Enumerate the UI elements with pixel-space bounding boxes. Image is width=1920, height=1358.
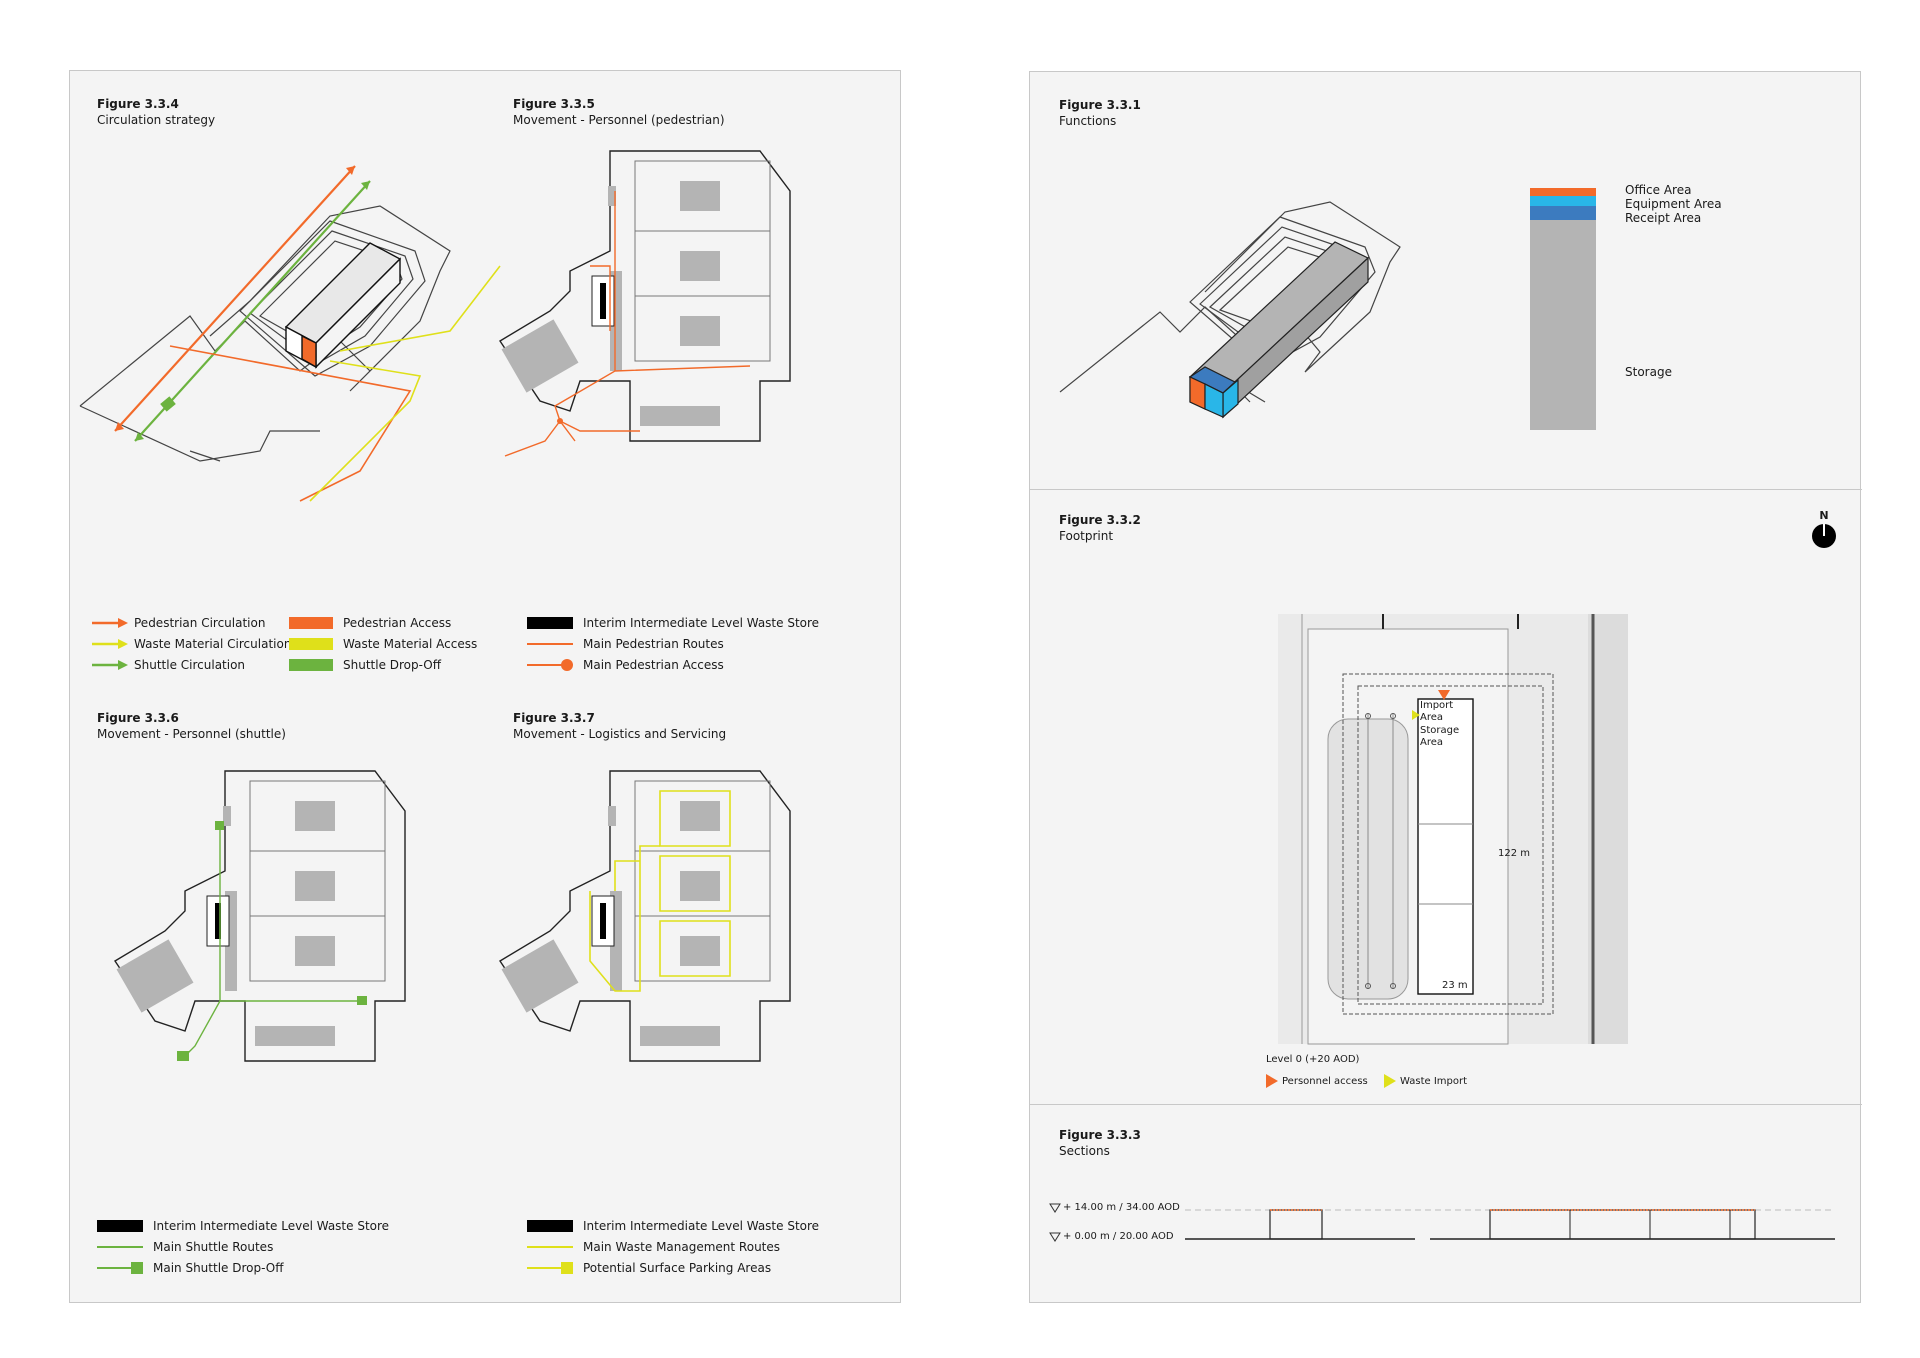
label-receipt-area: Receipt Area <box>1625 211 1702 225</box>
north-icon <box>1812 524 1836 548</box>
right-sheet: Figure 3.3.1 Functions Office Area Equip… <box>1029 71 1862 1303</box>
figure-title: Movement - Personnel (pedestrian) <box>513 113 725 127</box>
label-office-area: Office Area <box>1625 183 1692 197</box>
legend-item-waste-import: Waste Import <box>1384 1074 1467 1088</box>
north-label: N <box>1819 509 1829 522</box>
legend-item-personnel-access: Personnel access <box>1266 1074 1368 1088</box>
figure-title: Movement - Logistics and Servicing <box>513 727 727 741</box>
upper-level-marker <box>1049 1203 1061 1213</box>
legend-item-main-shuttle-drop-off: Main Shuttle Drop-Off <box>97 1261 283 1275</box>
function-stack-bar <box>1530 188 1596 430</box>
figure-title: Functions <box>1059 114 1117 128</box>
legend-item-main-pedestrian-routes: Main Pedestrian Routes <box>527 637 724 651</box>
functions-axonometric <box>1059 201 1401 419</box>
lower-level-marker <box>1049 1232 1061 1242</box>
legend-item-parking-areas: Potential Surface Parking Areas <box>527 1261 771 1275</box>
storage-band <box>1530 220 1596 430</box>
label-equipment-area: Equipment Area <box>1625 197 1722 211</box>
figure-title: Footprint <box>1059 529 1114 543</box>
equipment-area-band <box>1530 196 1596 206</box>
figure-number: Figure 3.3.1 <box>1059 98 1141 112</box>
figure-number: Figure 3.3.4 <box>97 97 179 111</box>
length-dimension: 122 m <box>1498 848 1531 859</box>
label-storage: Storage <box>1625 365 1672 379</box>
footprint-plan <box>1278 614 1628 1045</box>
legend-item-waste-store: Interim Intermediate Level Waste Store <box>527 1219 819 1233</box>
legend-item-main-waste-routes: Main Waste Management Routes <box>527 1240 781 1254</box>
left-sheet: Figure 3.3.4 Circulation strategy <box>69 70 901 1303</box>
legend-item-waste-access: Waste Material Access <box>289 637 477 651</box>
legend-item-main-pedestrian-access: Main Pedestrian Access <box>527 658 724 672</box>
sections-drawing <box>1185 1209 1835 1240</box>
legend-item-main-shuttle-routes: Main Shuttle Routes <box>97 1240 274 1254</box>
level-label: Level 0 (+20 AOD) <box>1266 1054 1360 1065</box>
storage-area-label: Storage Area <box>1420 725 1460 748</box>
lower-level-label: + 0.00 m / 20.00 AOD <box>1063 1231 1174 1242</box>
circulation-strategy-diagram <box>79 165 501 502</box>
legend-item-waste-store: Interim Intermediate Level Waste Store <box>527 616 819 630</box>
legend-item-waste-circulation: Waste Material Circulation <box>92 637 291 651</box>
figure-title: Movement - Personnel (shuttle) <box>97 727 286 741</box>
pedestrian-movement-site-plan <box>499 150 791 457</box>
legend-item-pedestrian-access: Pedestrian Access <box>289 616 451 630</box>
import-area-label: Import Area <box>1420 700 1454 723</box>
legend-item-waste-store: Interim Intermediate Level Waste Store <box>97 1219 389 1233</box>
figure-title: Sections <box>1059 1144 1110 1158</box>
width-dimension: 23 m <box>1442 980 1468 991</box>
logistics-movement-site-plan <box>499 770 791 1062</box>
figure-number: Figure 3.3.3 <box>1059 1128 1141 1142</box>
north-arrow: N <box>1810 509 1838 554</box>
shuttle-movement-site-plan <box>114 770 406 1062</box>
legend-item-pedestrian-circulation: Pedestrian Circulation <box>92 616 265 630</box>
legend-item-shuttle-drop-off: Shuttle Drop-Off <box>289 658 441 672</box>
figure-number: Figure 3.3.5 <box>513 97 595 111</box>
receipt-area-band <box>1530 206 1596 220</box>
figure-title: Circulation strategy <box>97 113 216 127</box>
office-area-band <box>1530 188 1596 196</box>
legend-item-shuttle-circulation: Shuttle Circulation <box>92 658 245 672</box>
upper-level-label: + 14.00 m / 34.00 AOD <box>1063 1202 1180 1213</box>
figure-number: Figure 3.3.7 <box>513 711 595 725</box>
section-divider <box>1030 489 1862 490</box>
figure-number: Figure 3.3.2 <box>1059 513 1141 527</box>
section-divider <box>1030 1104 1862 1105</box>
figure-number: Figure 3.3.6 <box>97 711 179 725</box>
